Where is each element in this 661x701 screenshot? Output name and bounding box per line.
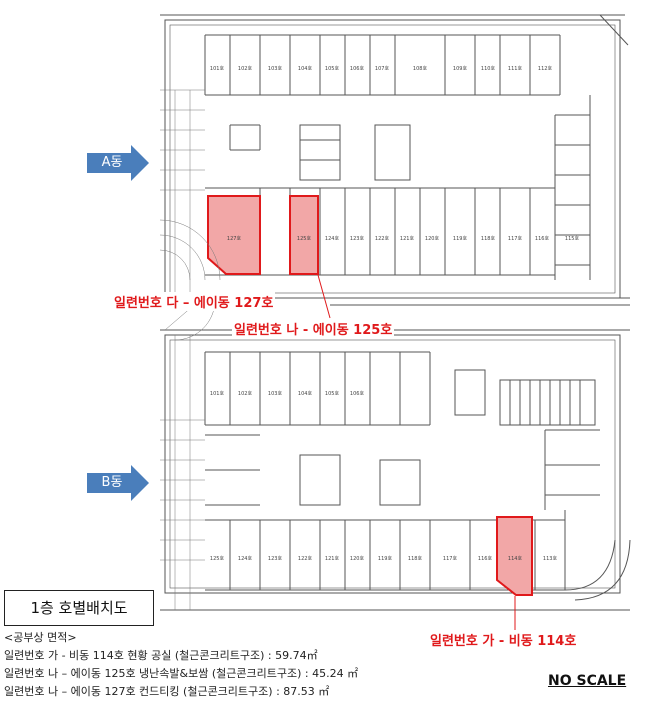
b-bottom-unit-label: 121호 [325,556,340,562]
b-bottom-unit-label: 117호 [443,556,458,562]
b-bottom-unit-label: 124호 [238,556,253,562]
b-block-arrow: B동 [87,465,149,501]
b-top-unit-label: 106호 [350,391,365,397]
a-top-unit-label: 112호 [538,66,553,72]
b-bottom-unit-label: 118호 [408,556,423,562]
b-bottom-unit-label: 125호 [210,556,225,562]
a-block-arrow: A동 [87,145,149,181]
notes-heading: <공부상 면적> [4,631,77,644]
a-top-unit-label: 106호 [350,66,365,72]
b-bottom-unit-label: 119호 [378,556,393,562]
a-bottom-unit-label: 115호 [565,236,580,242]
plaza-grid-a [159,89,221,298]
b-bottom-unit-label: 114호 [508,556,523,562]
unit-labels: 101호 102호 103호 104호 105호 106호 107호 108호 109호 110호… [210,66,580,562]
b-block-label: B동 [101,475,123,490]
a-top-unit-label: 101호 [210,66,225,72]
callout-ga-114: 일련번호 가 - 비동 114호 [428,630,579,649]
b-bottom-unit-label: 123호 [268,556,283,562]
notes-line-2: 일련번호 나 – 에이동 125호 냉난속발&보쌈 (철근콘크리트구조) : 4… [4,667,359,680]
a-top-unit-label: 110호 [481,66,496,72]
a-bottom-unit-label: 121호 [400,236,415,242]
a-bottom-unit-label: 118호 [481,236,496,242]
a-top-unit-label: 104호 [298,66,313,72]
a-top-unit-label: 109호 [453,66,468,72]
a-top-unit-label: 105호 [325,66,340,72]
area-notes: <공부상 면적> 일련번호 가 - 비동 114호 현황 공실 (철근콘크리트구… [4,629,358,701]
a-top-unit-label: 108호 [413,66,428,72]
b-bottom-unit-label: 113호 [543,556,558,562]
a-block-label: A동 [101,155,123,170]
a-bottom-unit-label: 125호 [297,236,312,242]
callout-da-127: 일련번호 다 – 에이동 127호 [112,292,276,311]
highlight-a127 [207,195,261,275]
b-bottom-unit-label: 116호 [478,556,493,562]
a-bottom-unit-label: 116호 [535,236,550,242]
callout-na-125: 일련번호 나 - 에이동 125호 [232,319,395,338]
b-bottom-unit-label: 120호 [350,556,365,562]
a-bottom-unit-label: 117호 [508,236,523,242]
notes-line-3: 일련번호 나 – 에이동 127호 컨드티킹 (철근콘크리트구조) : 87.5… [4,685,330,698]
pointer-line-125 [317,274,331,319]
a-bottom-unit-label: 124호 [325,236,340,242]
a-bottom-unit-label: 123호 [350,236,365,242]
b-bottom-unit-label: 122호 [298,556,313,562]
drawing-title: 1층 호별배치도 [4,590,154,626]
building-b [160,329,631,611]
highlight-a125 [289,195,319,275]
highlight-b114 [496,516,533,596]
b-top-unit-label: 105호 [325,391,340,397]
a-bottom-unit-label: 119호 [453,236,468,242]
b-top-unit-label: 104호 [298,391,313,397]
b-top-unit-label: 101호 [210,391,225,397]
no-scale-label: NO SCALE [548,673,627,689]
b-top-unit-label: 103호 [268,391,283,397]
a-top-unit-label: 103호 [268,66,283,72]
a-bottom-unit-label: 122호 [375,236,390,242]
notes-line-1: 일련번호 가 - 비동 114호 현황 공실 (철근콘크리트구조) : 59.7… [4,649,318,662]
a-bottom-unit-label: 127호 [227,236,242,242]
a-top-unit-label: 107호 [375,66,390,72]
plaza-grid-b [160,299,216,610]
a-top-unit-label: 111호 [508,66,523,72]
a-bottom-unit-label: 120호 [425,236,440,242]
a-top-unit-label: 102호 [238,66,253,72]
b-top-unit-label: 102호 [238,391,253,397]
